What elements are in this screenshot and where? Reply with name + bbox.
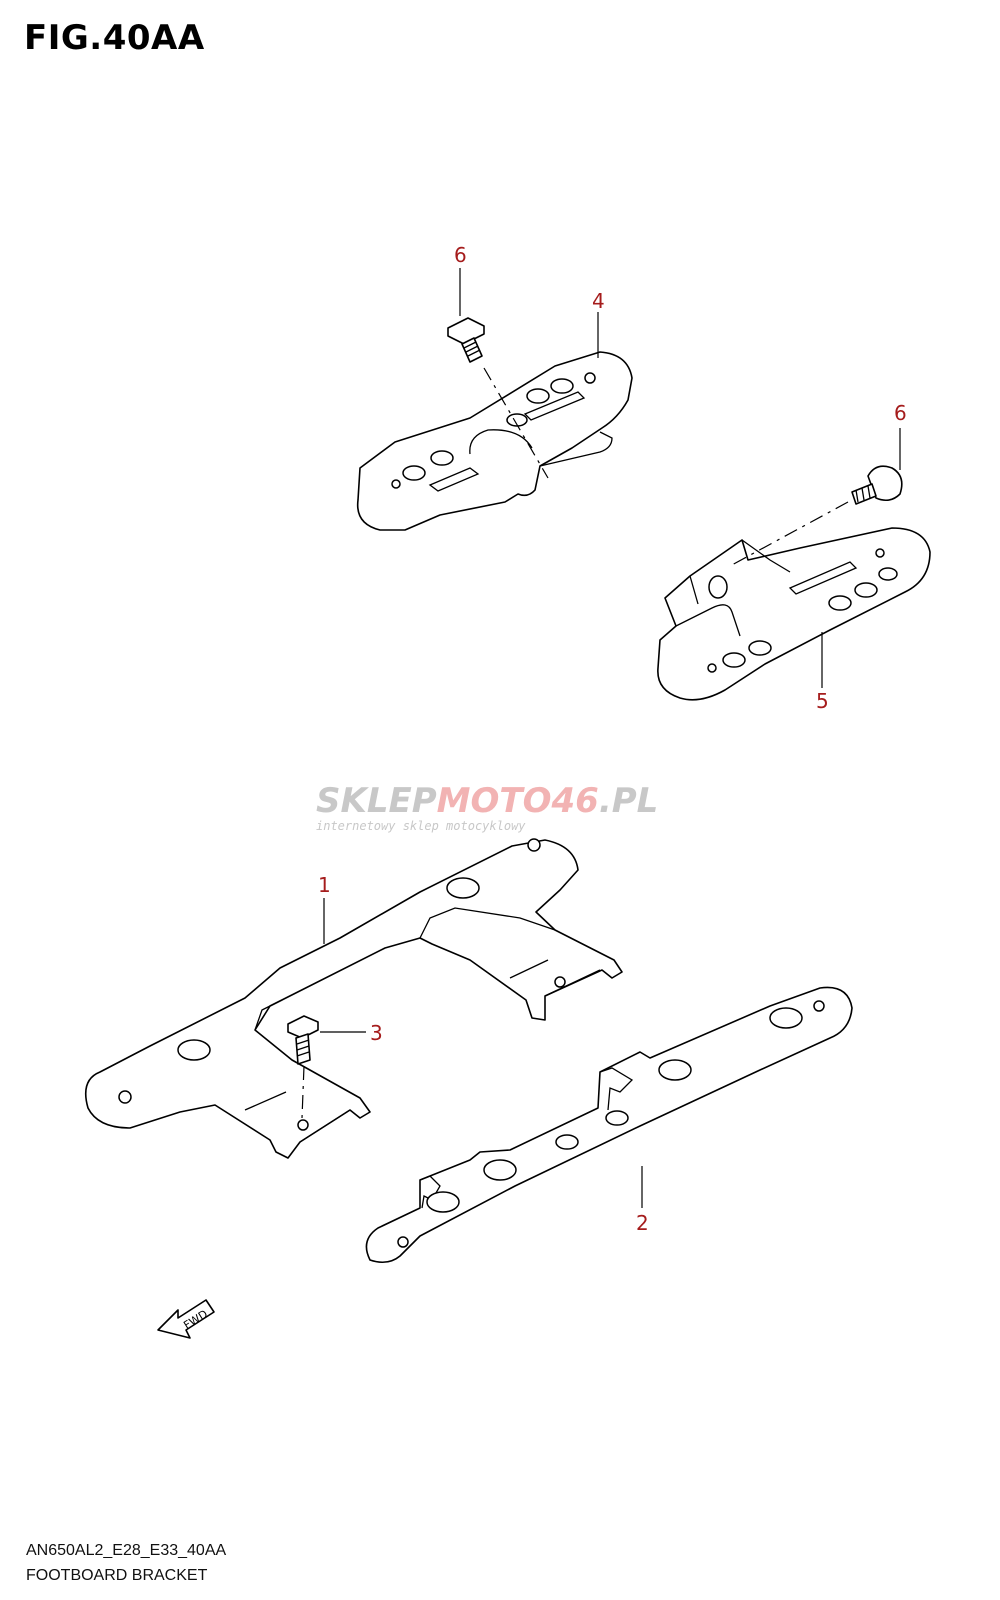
bolt-part-6-upper[interactable] [447,317,485,363]
bracket-part-4[interactable] [356,351,633,531]
figure-title: FIG.40AA [24,18,205,58]
model-code: AN650AL2_E28_E33_40AA [26,1542,227,1559]
fwd-arrow-icon: FWD [157,1299,215,1339]
callout-4[interactable]: 4 [592,289,605,313]
bolt-part-6-right[interactable] [851,465,903,505]
callout-1[interactable]: 1 [318,873,331,897]
callout-6-right[interactable]: 6 [894,401,907,425]
watermark-logo: SKLEPMOTO46.PL internetowy sklep motocyk… [316,781,658,833]
assembly-line-6-right [729,501,849,567]
assembly-line-6-upper [483,367,549,479]
watermark-subtitle: internetowy sklep motocyklowy [316,819,526,833]
watermark-part3: 46 [551,781,599,821]
bracket-part-5[interactable] [657,527,931,701]
bolt-part-3[interactable] [287,1015,319,1065]
callout-6-upper[interactable]: 6 [454,243,467,267]
figure-name: FOOTBOARD BRACKET [26,1567,208,1584]
watermark-part1: SKLEP [316,781,437,821]
callout-3[interactable]: 3 [370,1021,383,1045]
assembly-line-3 [301,1065,305,1119]
callout-5[interactable]: 5 [816,689,829,713]
svg-text:SKLEPMOTO46.PL: SKLEPMOTO46.PL [316,781,658,821]
bracket-part-1[interactable] [84,838,623,1159]
callout-2[interactable]: 2 [636,1211,649,1235]
watermark-part4: .PL [599,781,659,821]
bracket-part-2[interactable] [365,986,853,1264]
watermark-part2: MOTO [437,781,552,821]
